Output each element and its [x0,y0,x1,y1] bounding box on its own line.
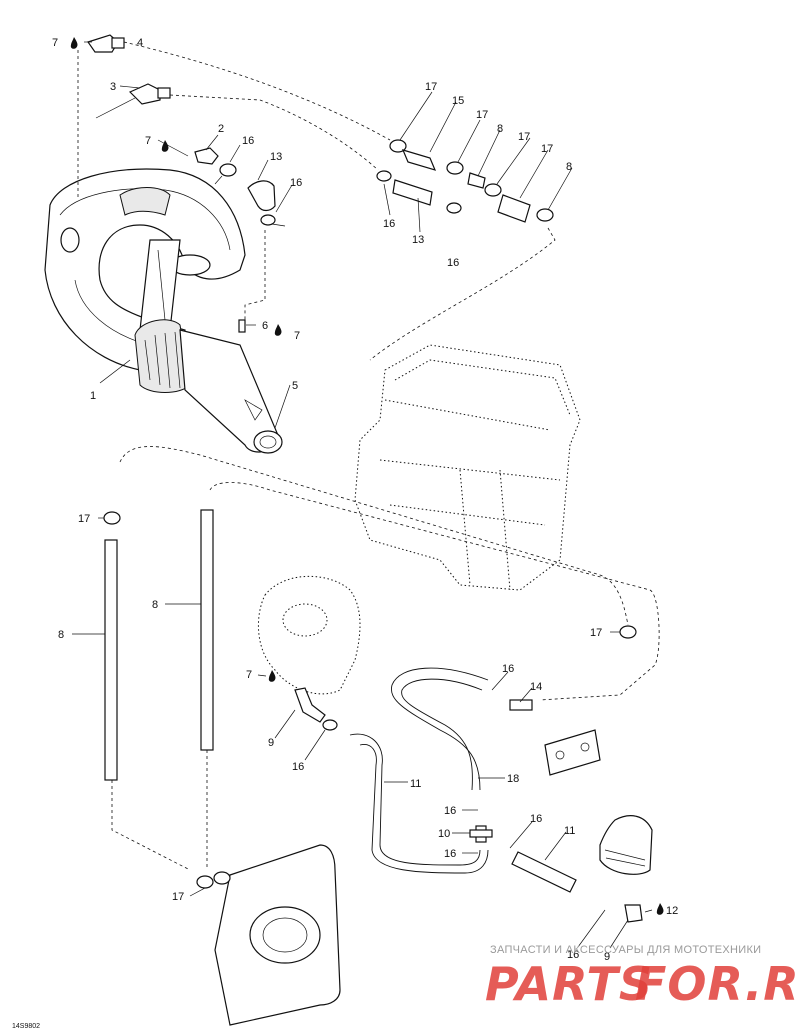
clamp-17-bottom [196,871,231,889]
callout: 9 [604,951,610,963]
callout: 16 [444,848,456,860]
callout: 17 [172,891,184,903]
bracket-plate [544,729,601,776]
callout: 16 [502,663,514,675]
engine-outline [354,344,581,591]
clamp-17-mid [619,625,637,639]
elbow-9-right [624,904,643,923]
callout: 16 [444,805,456,817]
elbow-9-left [294,687,338,731]
hose-18-loop [390,667,489,791]
callout: 10 [438,828,450,840]
callout: 5 [292,380,298,392]
tee-10 [469,825,493,843]
callout: 8 [58,629,64,641]
callout: 17 [425,81,437,93]
tube-8-left [104,539,118,781]
callout: 7 [52,37,58,49]
pump-housing-outline [257,575,361,695]
callout: 17 [541,143,553,155]
watermark-tagline: ЗАПЧАСТИ И АКСЕССУАРЫ ДЛЯ МОТОТЕХНИКИ [490,944,761,956]
callout: 16 [242,135,254,147]
callout: 16 [383,218,395,230]
callout: 4 [137,37,143,49]
fitting-14 [509,699,533,711]
tube-8-right [200,509,214,751]
callout: 7 [246,669,252,681]
drop-icon-7-c [274,324,282,336]
tail-cone [134,319,283,454]
callout: 16 [567,949,579,961]
callout: 7 [145,135,151,147]
callout: 14 [530,681,542,693]
callout: 16 [530,813,542,825]
elbow-fitting-4 [87,34,125,53]
hose-11-right [511,851,577,893]
callout: 8 [152,599,158,611]
callout: 17 [590,627,602,639]
elbow-outlet [599,815,653,875]
leader-lines [72,41,653,949]
fitting-6 [238,319,246,333]
callout-numbers: 7 4 3 7 2 16 13 16 6 7 1 5 17 15 17 8 17… [52,37,678,963]
callout: 11 [410,778,421,790]
callout: 13 [270,151,282,163]
watermark-brand-right: FOR.RU [635,957,800,1011]
callout: 17 [78,513,90,525]
callout: 8 [566,161,572,173]
callout: 16 [290,177,302,189]
callout: 9 [268,737,274,749]
callout: 13 [412,234,424,246]
callout: 6 [262,320,268,332]
callout: 3 [110,81,116,93]
callout: 16 [292,761,304,773]
callout: 17 [476,109,488,121]
drop-icon-12 [656,903,664,915]
exhaust-pipe [44,168,246,371]
drop-icon-7-b [161,140,169,152]
drop-icon-7-d [268,670,276,682]
routing-lines [77,41,660,871]
callout: 17 [518,131,530,143]
watermark-brand-left: PARTS [485,957,653,1011]
hose-13-a [247,180,276,212]
callout: 7 [294,330,300,342]
hose-set-upper-right [376,139,554,223]
callout: 1 [90,390,96,402]
watermark: ЗАПЧАСТИ И АКСЕССУАРЫ ДЛЯ МОТОТЕХНИКИ PA… [485,944,800,1011]
callout: 8 [497,123,503,135]
drop-icon-7-a [70,37,78,49]
clamp-17-left [103,511,121,525]
hose-11-left [349,733,489,874]
callout: 2 [218,123,224,135]
fitting-2 [194,147,219,165]
ride-plate [214,844,341,1026]
drawing-code: 14S9802 [12,1023,40,1030]
clamp-16-a [214,163,237,185]
callout: 11 [564,825,575,837]
callout: 18 [507,773,519,785]
callout: 12 [666,905,678,917]
clamp-16-b [260,214,286,227]
callout: 16 [447,257,459,269]
callout: 15 [452,95,464,107]
elbow-fitting-3 [95,83,171,119]
